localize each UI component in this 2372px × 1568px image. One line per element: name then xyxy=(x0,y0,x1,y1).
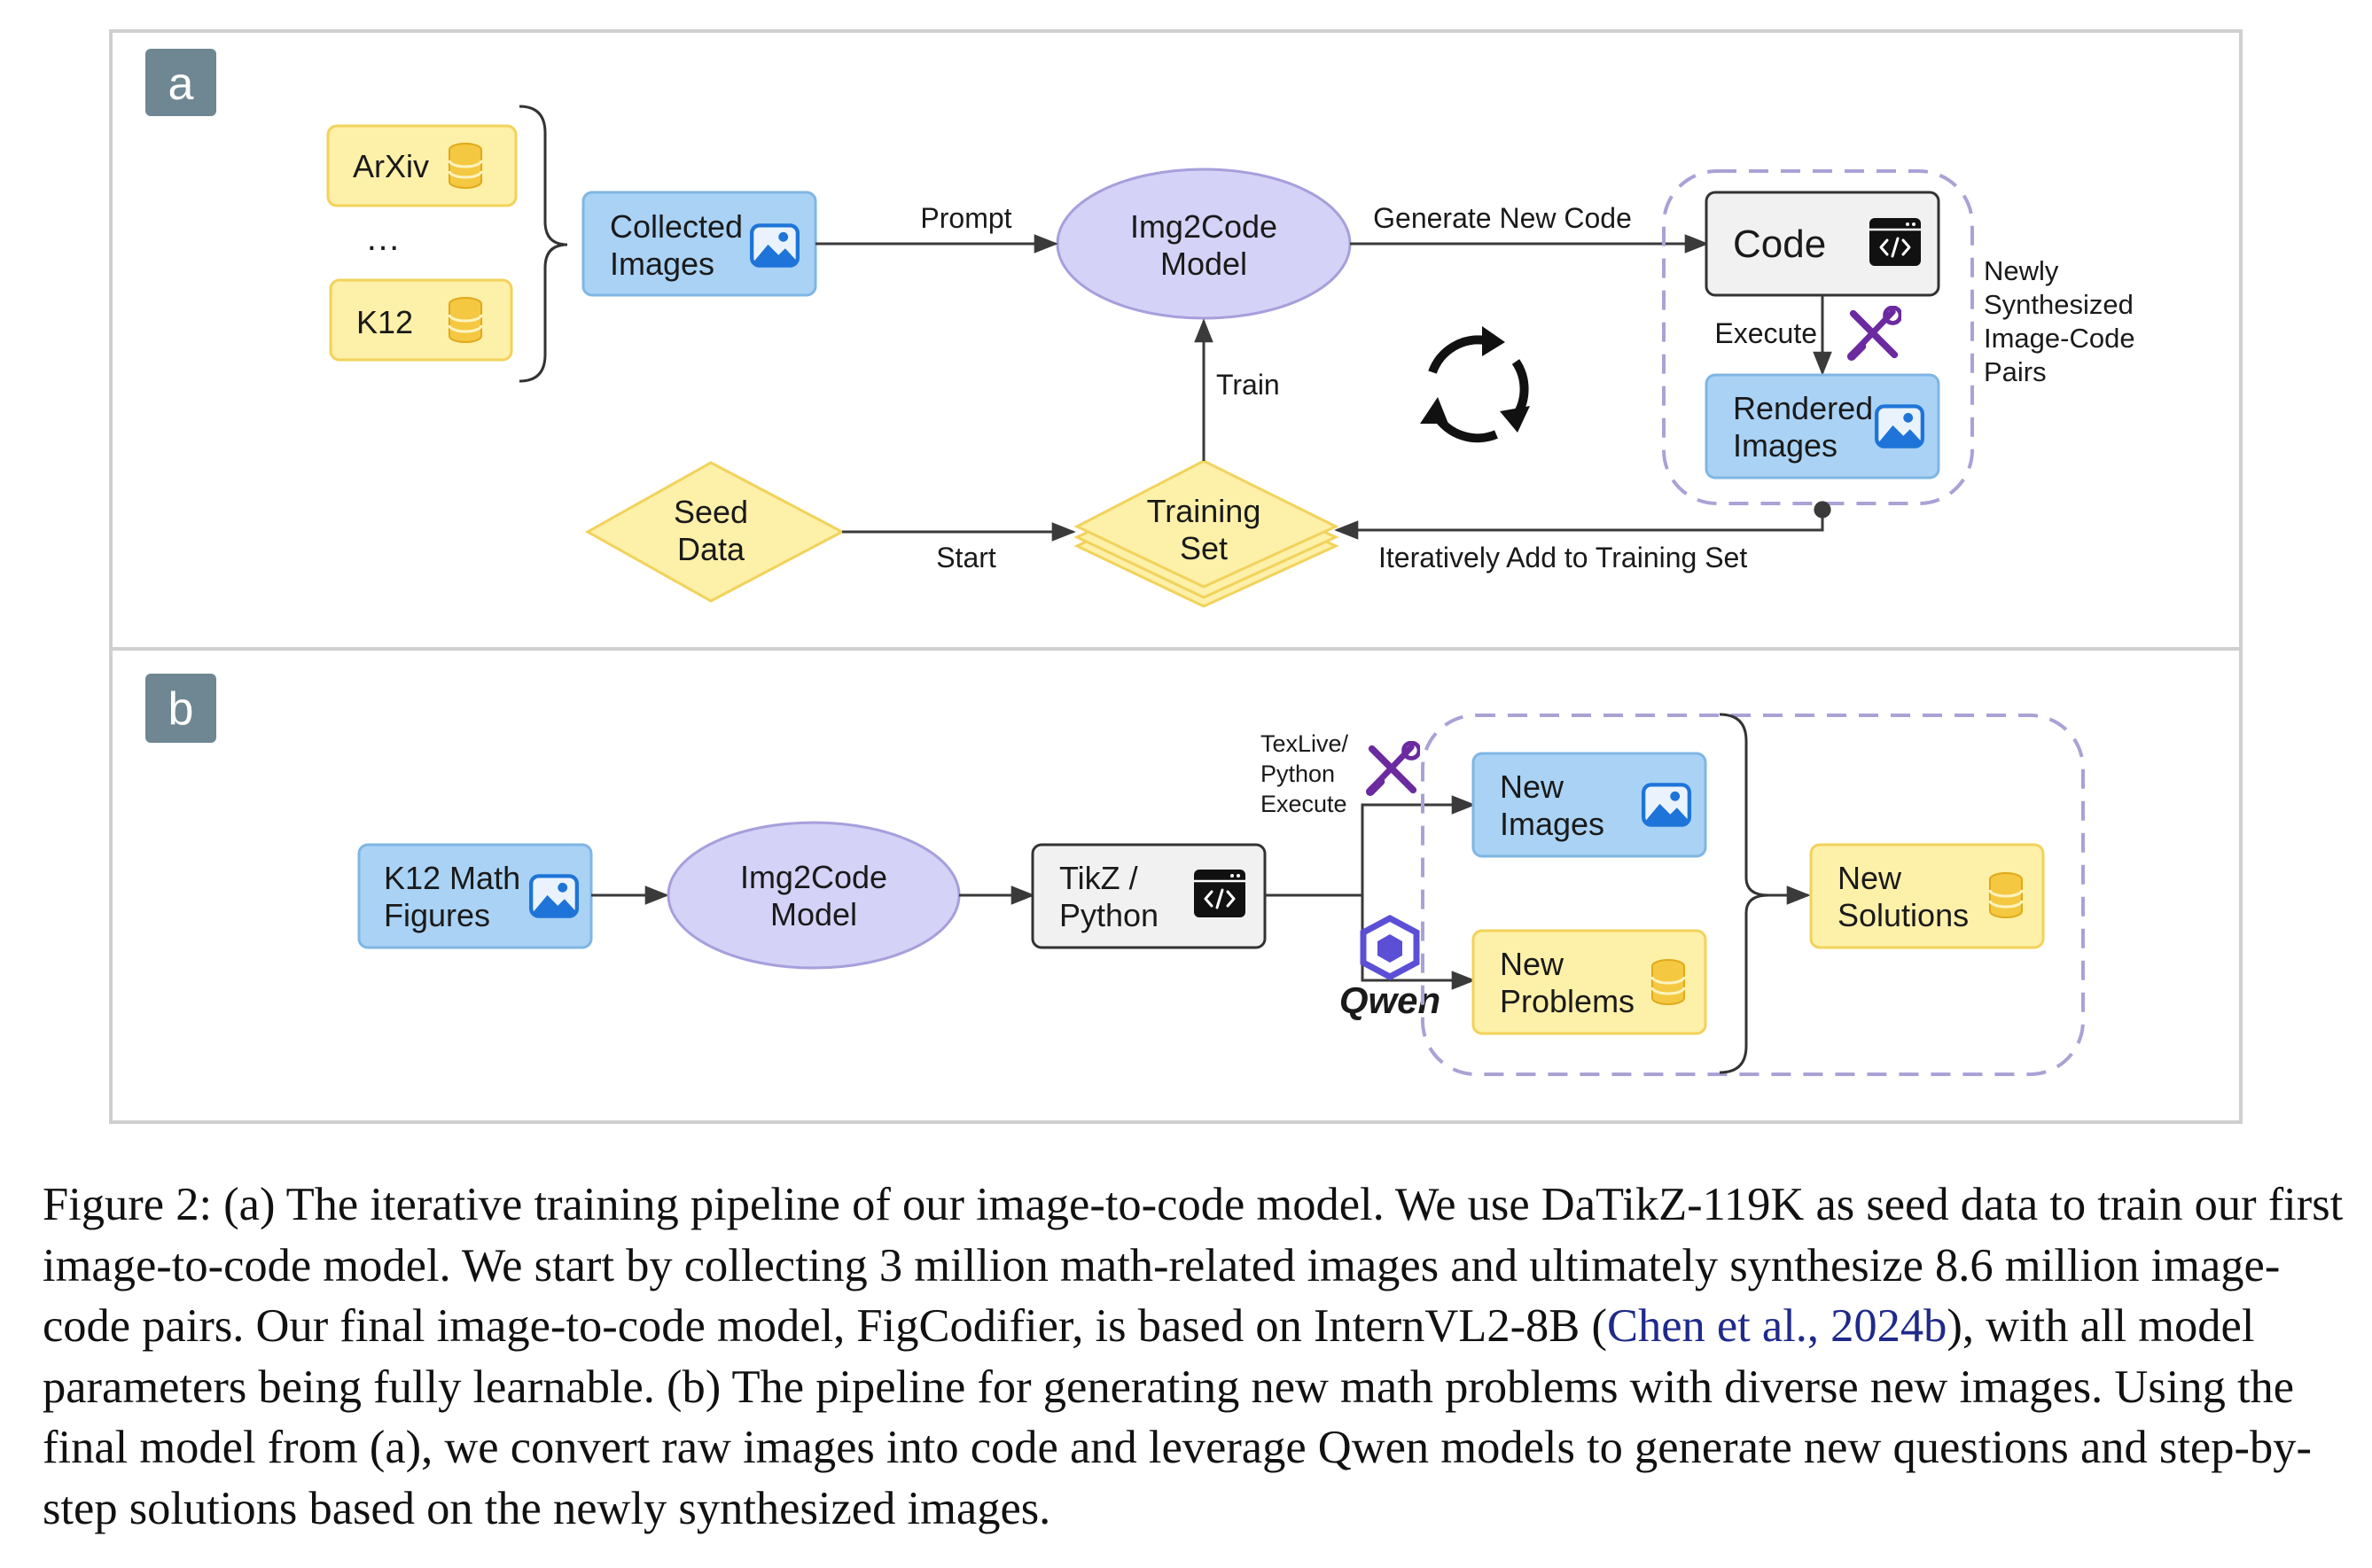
panel-a-badge xyxy=(145,49,216,116)
source-arxiv: ArXiv xyxy=(326,124,518,207)
refresh-cycle-icon xyxy=(1420,326,1530,443)
source-k12: K12 xyxy=(329,278,513,362)
img2code-model-a: Img2Code Model xyxy=(1056,168,1352,320)
tool-icon xyxy=(1370,743,1419,792)
arrow-to-new-problems xyxy=(1361,895,1476,990)
rendered-images-box: Rendered Images xyxy=(1705,373,1940,480)
output-dashed-region xyxy=(1421,714,2085,1076)
tikz-line2: Python xyxy=(1059,897,1159,933)
new-solutions-line1: New xyxy=(1838,860,1902,896)
qwen-logo: Qwen xyxy=(1339,915,1440,1022)
collected-line2: Images xyxy=(610,246,714,282)
image-icon xyxy=(1877,406,1923,446)
source-arxiv-label: ArXiv xyxy=(353,148,429,184)
edge-execute-label: Execute xyxy=(1714,317,1817,349)
pipeline-figure: a ArXiv … K12 Collected Images Img2Code … xyxy=(109,29,2243,1124)
database-icon xyxy=(448,142,483,190)
edge-train-label: Train xyxy=(1216,369,1280,401)
seed-line1: Seed xyxy=(674,494,748,530)
new-images-line2: Images xyxy=(1500,806,1604,842)
new-problems-line2: Problems xyxy=(1500,983,1635,1019)
tool-icon xyxy=(1852,308,1900,356)
image-icon xyxy=(531,876,577,916)
code-icon xyxy=(1869,216,1922,268)
source-ellipsis: … xyxy=(365,219,401,258)
k12-line1: K12 Math xyxy=(384,860,520,896)
synth-dashed-region xyxy=(1662,169,1974,505)
panel-b-letter: b xyxy=(168,683,194,735)
code-icon xyxy=(1193,868,1246,919)
seed-line2: Data xyxy=(677,531,745,567)
outputs-brace xyxy=(1719,713,1769,1074)
database-icon xyxy=(1988,871,2024,919)
svg-text:Python: Python xyxy=(1260,761,1335,787)
svg-text:TexLive/: TexLive/ xyxy=(1260,730,1349,757)
image-icon xyxy=(1643,784,1689,824)
k12-line2: Figures xyxy=(384,897,490,933)
image-icon xyxy=(752,225,798,265)
model-a-line1: Img2Code xyxy=(1130,208,1277,245)
qwen-wordmark: Qwen xyxy=(1339,979,1440,1022)
svg-text:Pairs: Pairs xyxy=(1984,356,2047,387)
source-k12-label: K12 xyxy=(356,304,413,340)
edge-prompt-label: Prompt xyxy=(920,202,1011,234)
caption-text-2: ), with all model parameters being fully… xyxy=(43,1300,2312,1534)
sources-brace xyxy=(519,105,568,383)
svg-text:Execute: Execute xyxy=(1260,791,1347,817)
edge-start-label: Start xyxy=(936,542,996,573)
caption-text-1: Figure 2: (a) The iterative training pip… xyxy=(43,1179,2344,1352)
panel-b-frame xyxy=(109,647,2243,1124)
seed-data-diamond: Seed Data xyxy=(584,461,846,603)
arrow-iterative xyxy=(1334,501,1831,540)
panel-b-badge xyxy=(145,674,216,743)
model-b-line2: Model xyxy=(770,896,857,932)
edge-iter-label: Iteratively Add to Training Set xyxy=(1378,542,1747,573)
training-line2: Set xyxy=(1180,530,1228,566)
new-solutions-box: New Solutions xyxy=(1809,843,2045,949)
code-box: Code xyxy=(1705,191,1940,297)
k12-figures-box: K12 Math Figures xyxy=(357,843,593,949)
rendered-line2: Images xyxy=(1733,427,1838,464)
edge-generate-label: Generate New Code xyxy=(1373,202,1632,234)
model-a-line2: Model xyxy=(1160,246,1247,282)
svg-text:Image-Code: Image-Code xyxy=(1984,323,2135,354)
img2code-model-b: Img2Code Model xyxy=(667,821,961,970)
model-b-line1: Img2Code xyxy=(740,859,887,895)
new-images-line1: New xyxy=(1500,768,1564,805)
training-line1: Training xyxy=(1147,493,1261,529)
new-problems-line1: New xyxy=(1500,946,1564,982)
tikz-python-box: TikZ / Python xyxy=(1031,843,1267,949)
arrow-to-new-images xyxy=(1265,795,1476,897)
collected-line1: Collected xyxy=(610,208,743,245)
new-problems-box: New Problems xyxy=(1471,929,1707,1035)
tikz-line1: TikZ / xyxy=(1059,860,1138,896)
collected-images-box: Collected Images xyxy=(581,191,817,297)
new-images-box: New Images xyxy=(1471,752,1707,858)
new-solutions-line2: Solutions xyxy=(1838,897,1969,933)
exec-label-b: TexLive/ Python Execute xyxy=(1260,730,1349,817)
figure-caption: Figure 2: (a) The iterative training pip… xyxy=(43,1174,2347,1539)
panel-a-letter: a xyxy=(168,59,194,110)
citation-link[interactable]: Chen et al., 2024b xyxy=(1606,1300,1947,1352)
database-icon xyxy=(1650,958,1686,1006)
rendered-line1: Rendered xyxy=(1733,390,1873,426)
database-icon xyxy=(448,296,483,344)
newly-synth-label: Newly Synthesized Image-Code Pairs xyxy=(1984,255,2135,387)
code-box-label: Code xyxy=(1733,222,1826,266)
training-set-stack: Training Set xyxy=(1073,459,1339,608)
svg-text:Newly: Newly xyxy=(1984,255,2059,286)
svg-text:Synthesized: Synthesized xyxy=(1984,289,2134,320)
